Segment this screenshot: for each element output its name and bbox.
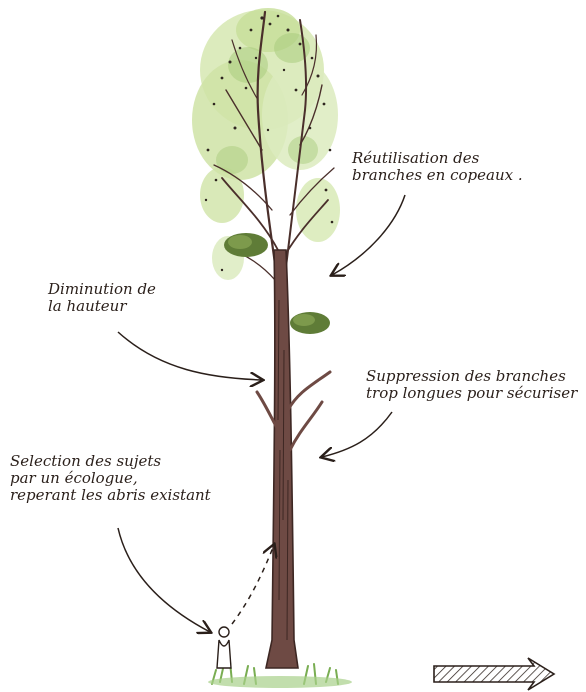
person-figure-icon xyxy=(217,627,231,668)
hatched-arrow-icon xyxy=(434,658,554,690)
leader-lines xyxy=(118,195,405,632)
annotation-remove-long-branches: Suppression des branches trop longues po… xyxy=(366,368,586,402)
tree-trunk xyxy=(266,250,298,668)
long-lower-branches xyxy=(257,372,330,450)
annotation-height-reduction: Diminution de la hauteur xyxy=(48,281,198,315)
foliage-crown xyxy=(192,8,340,280)
annotation-subject-selection: Selection des sujets par un écologue, re… xyxy=(10,453,260,504)
annotation-reuse-branches: Réutilisation des branches en copeaux . xyxy=(352,150,582,184)
